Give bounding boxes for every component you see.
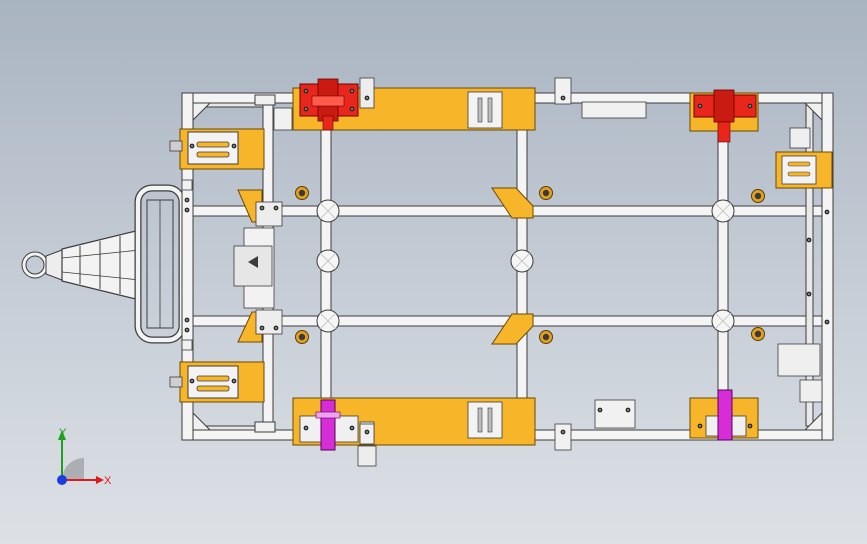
right-fixture-bottom <box>689 389 759 441</box>
right-side-fixture <box>775 127 833 403</box>
left-fixture-top <box>169 128 265 170</box>
frame-brackets <box>181 77 647 451</box>
triad-plane-indicator <box>62 458 84 480</box>
main-frame <box>181 92 834 441</box>
triad-z-axis <box>57 475 67 485</box>
red-clamp-top-left <box>299 78 359 131</box>
left-fixture-bottom <box>169 361 265 403</box>
tow-hitch <box>21 184 186 344</box>
corner-gussets <box>192 94 823 433</box>
frame-bolts <box>184 95 830 435</box>
triad-y-label: Y <box>59 427 67 439</box>
axis-triad: Y X <box>57 427 112 487</box>
magenta-clamp-bottom-left <box>303 399 355 451</box>
center-locator <box>233 201 283 335</box>
right-fixture-top <box>689 89 759 143</box>
triad-x-label: X <box>104 475 112 487</box>
